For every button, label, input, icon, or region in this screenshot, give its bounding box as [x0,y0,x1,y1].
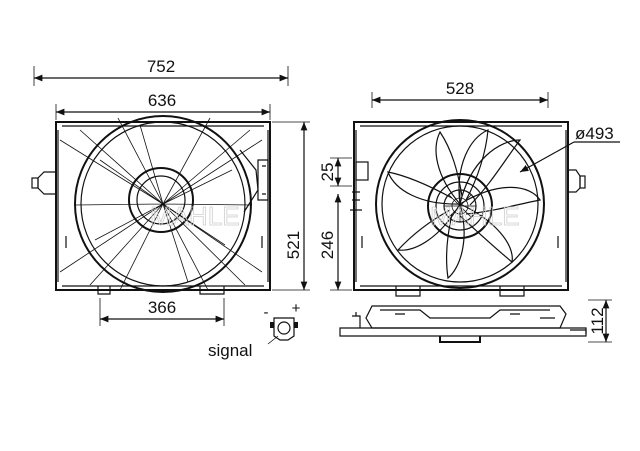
label-752: 752 [147,57,175,76]
dim-fan-span: 528 [371,79,549,108]
dim-motor-offset: 366 [99,298,225,326]
rear-frame [55,121,271,291]
plus-label: + [292,300,301,317]
front-fan-ring [375,119,545,289]
dim-overall-width: 752 [33,57,289,86]
dim-overall-height: 521 [272,121,310,291]
rear-connector [257,159,269,201]
label-246: 246 [318,231,337,259]
minus-label: - [264,304,269,321]
dim-fan-diameter: ø493 [519,124,620,173]
front-view: MAHLE [350,119,586,297]
rear-motor [128,167,194,233]
rear-struts [59,117,263,291]
label-493: ø493 [575,124,614,143]
connector-detail: - + signal [208,300,301,360]
fan-blades [387,129,541,280]
label-366: 366 [148,298,176,317]
label-112: 112 [588,307,607,334]
left-mount-tab [37,171,56,195]
dim-height-offset-top: 25 [318,157,352,187]
label-636: 636 [148,91,176,110]
label-521: 521 [284,231,303,259]
dim-depth: 112 [588,299,612,343]
side-profile [339,305,587,343]
watermark-front: MAHLE [430,201,520,231]
watermark: MAHLE [150,201,240,231]
rear-view: MAHLE [31,115,271,295]
rear-fan-ring [74,115,252,293]
signal-label: signal [208,341,252,360]
label-528: 528 [446,79,474,98]
front-hub [427,173,493,239]
dim-height-offset: 246 [318,194,352,291]
dim-frame-width: 636 [55,91,271,120]
label-25: 25 [318,163,337,182]
front-frame [353,121,569,291]
connector-plug [273,317,295,341]
front-connector [355,161,369,181]
